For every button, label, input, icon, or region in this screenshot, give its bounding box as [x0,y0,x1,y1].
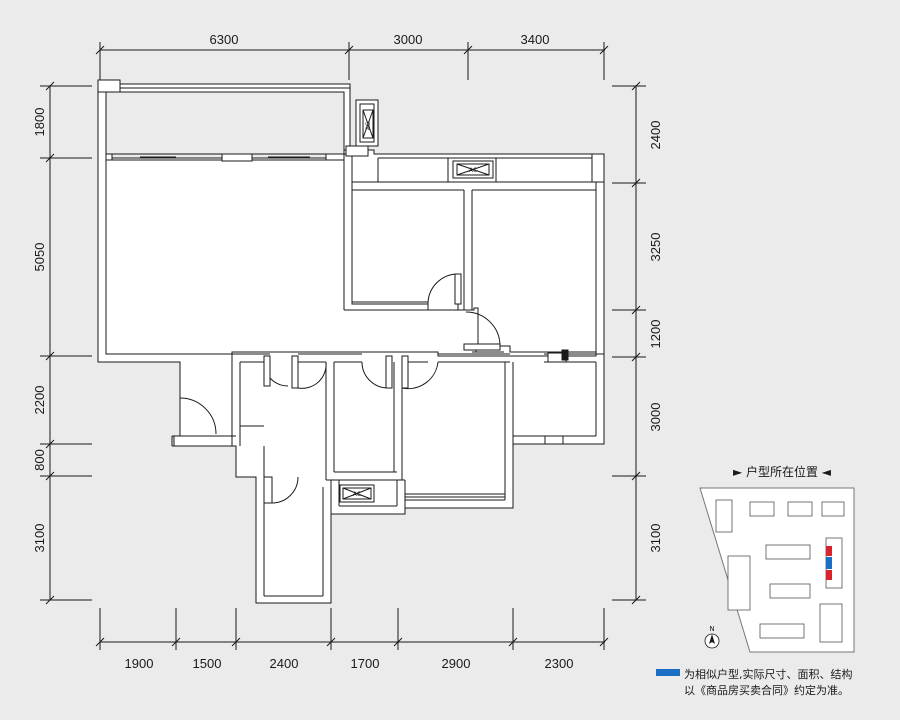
right-dim-3: 1200 [648,320,663,349]
right-dimension-line: 2400 3250 1200 3000 3100 [612,81,663,605]
ac-label-bottom: AC [353,491,361,498]
ac-label-top: AC [365,122,372,130]
note-swatch [656,669,680,676]
disclaimer-line-2: 以《商品房买卖合同》约定为准。 [684,684,849,697]
disclaimer-line-1: 为相似户型,实际尺寸、面积、结构 [684,668,853,681]
right-dim-5: 3100 [648,524,663,553]
left-dim-4: 800 [32,449,47,471]
disclaimer-note: 为相似户型,实际尺寸、面积、结构 以《商品房买卖合同》约定为准。 [684,667,853,699]
ac-unit-middle: AC [452,160,494,179]
bottom-dim-1: 1900 [125,656,154,671]
left-dimension-line: 1800 5050 2200 800 3100 [32,81,92,605]
location-map: ► 户型所在位置 ◄ N [699,464,855,653]
north-arrow-icon: N [704,625,720,649]
highlighted-unit [826,546,832,580]
bottom-dim-6: 2300 [545,656,574,671]
site-buildings [715,499,845,643]
top-dim-1: 6300 [210,32,239,47]
north-label: N [709,625,714,633]
bottom-dimension-line: 1900 1500 2400 1700 2900 2300 [95,608,609,671]
top-dim-2: 3000 [394,32,423,47]
right-dim-2: 3250 [648,233,663,262]
bottom-dim-4: 1700 [351,656,380,671]
ac-unit-top: AC [362,109,374,139]
ac-unit-bottom: AC [339,484,375,503]
location-map-title: ► 户型所在位置 ◄ [733,464,832,479]
bottom-dim-3: 2400 [270,656,299,671]
left-dim-2: 5050 [32,243,47,272]
plan-linework [97,79,605,604]
doors [179,273,569,504]
left-dim-3: 2200 [32,386,47,415]
bottom-dim-5: 2900 [442,656,471,671]
bottom-dim-2: 1500 [193,656,222,671]
left-dim-1: 1800 [32,108,47,137]
right-dim-1: 2400 [648,121,663,150]
right-dim-4: 3000 [648,403,663,432]
left-dim-5: 3100 [32,524,47,553]
ac-label-middle: AC [469,167,477,174]
top-dim-3: 3400 [521,32,550,47]
top-dimension-line: 6300 3000 3400 [95,32,609,80]
